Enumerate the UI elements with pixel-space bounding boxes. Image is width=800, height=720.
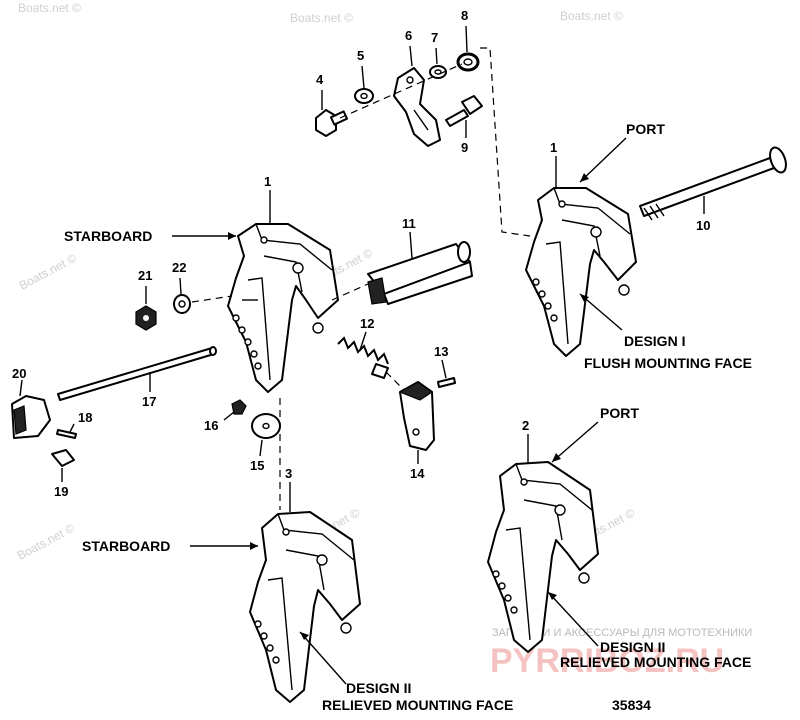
label-leaders bbox=[172, 137, 627, 685]
callout-5: 5 bbox=[357, 48, 364, 63]
figure-number: 35834 bbox=[612, 697, 651, 713]
callout-20: 20 bbox=[12, 366, 26, 381]
callout-16: 16 bbox=[204, 418, 218, 433]
label-starboard-top: STARBOARD bbox=[64, 228, 152, 244]
callout-15: 15 bbox=[250, 458, 264, 473]
callout-13: 13 bbox=[434, 344, 448, 359]
watermark-top-right: Boats.net © bbox=[560, 9, 623, 23]
part-9-bolt bbox=[445, 95, 483, 127]
watermark-top-left: Boats.net © bbox=[18, 1, 81, 15]
part-19-clip bbox=[51, 449, 75, 482]
callout-7: 7 bbox=[431, 30, 438, 45]
top-fastener-parts bbox=[315, 25, 483, 147]
part-4-knob-screw bbox=[315, 109, 349, 137]
callout-2: 2 bbox=[522, 418, 529, 433]
part-7-washer bbox=[429, 65, 447, 79]
part-17-rod bbox=[57, 346, 217, 401]
label-design-1-line-2: FLUSH MOUNTING FACE bbox=[584, 355, 752, 371]
label-port-bottom: PORT bbox=[600, 405, 639, 421]
callout-8: 8 bbox=[461, 8, 468, 23]
part-5-washer bbox=[354, 88, 374, 104]
label-starboard-bottom: STARBOARD bbox=[82, 538, 170, 554]
callout-11: 11 bbox=[402, 216, 416, 231]
callout-21: 21 bbox=[138, 268, 152, 283]
callout-4: 4 bbox=[316, 72, 324, 87]
alignment-guide-left bbox=[191, 295, 233, 303]
shop-tagline: ЗАПЧАСТИ И АКСЕССУАРЫ ДЛЯ МОТОТЕХНИКИ bbox=[492, 627, 752, 639]
alignment-guide-top bbox=[480, 47, 531, 237]
part-8-nut bbox=[456, 52, 480, 72]
callout-numbers: 1 1 2 3 4 5 6 7 8 9 10 11 12 13 14 15 16… bbox=[12, 8, 710, 499]
watermark-left: Boats.net © bbox=[17, 251, 79, 293]
watermark-top-center: Boats.net © bbox=[290, 11, 353, 25]
callout-9: 9 bbox=[461, 140, 468, 155]
label-design-2-right-line-2: RELIEVED MOUNTING FACE bbox=[560, 654, 751, 670]
bracket-starboard-main bbox=[227, 223, 339, 393]
bracket-port-design-1 bbox=[525, 187, 637, 357]
callout-3: 3 bbox=[285, 466, 292, 481]
label-design-2-right-line-1: DESIGN II bbox=[600, 639, 665, 655]
part-20-clamp-block bbox=[11, 379, 51, 439]
part-13-pin bbox=[437, 359, 456, 388]
callout-19: 19 bbox=[54, 484, 68, 499]
part-18-small-pin bbox=[56, 423, 77, 439]
part-6-latch-plate bbox=[393, 67, 441, 147]
part-21-nut bbox=[135, 286, 157, 331]
callout-14: 14 bbox=[410, 466, 425, 481]
callout-12: 12 bbox=[360, 316, 374, 331]
part-14-latch-lever bbox=[385, 371, 435, 464]
callout-6: 6 bbox=[405, 28, 412, 43]
part-22-washer bbox=[173, 277, 191, 314]
part-16-nut bbox=[223, 399, 247, 421]
callout-1-port: 1 bbox=[550, 140, 557, 155]
callout-22: 22 bbox=[172, 260, 186, 275]
label-design-2-bottom-line-1: DESIGN II bbox=[346, 680, 411, 696]
part-12-spring bbox=[337, 331, 389, 379]
text-labels: STARBOARD STARBOARD PORT PORT DESIGN I F… bbox=[64, 121, 752, 713]
part-11-cylinder-pad bbox=[331, 231, 473, 305]
callout-1-starboard: 1 bbox=[264, 174, 271, 189]
callout-10: 10 bbox=[696, 218, 710, 233]
callout-18: 18 bbox=[78, 410, 92, 425]
part-15-washer bbox=[251, 413, 281, 457]
callout-17: 17 bbox=[142, 394, 156, 409]
bracket-port-design-2 bbox=[487, 434, 599, 653]
label-design-2-bottom-line-2: RELIEVED MOUNTING FACE bbox=[322, 697, 513, 713]
bracket-starboard-design-2 bbox=[249, 482, 361, 703]
part-10-long-bolt bbox=[639, 146, 787, 221]
label-design-1-line-1: DESIGN I bbox=[624, 333, 685, 349]
watermark-bottom-left: Boats.net © bbox=[15, 521, 77, 563]
label-port-top: PORT bbox=[626, 121, 665, 137]
